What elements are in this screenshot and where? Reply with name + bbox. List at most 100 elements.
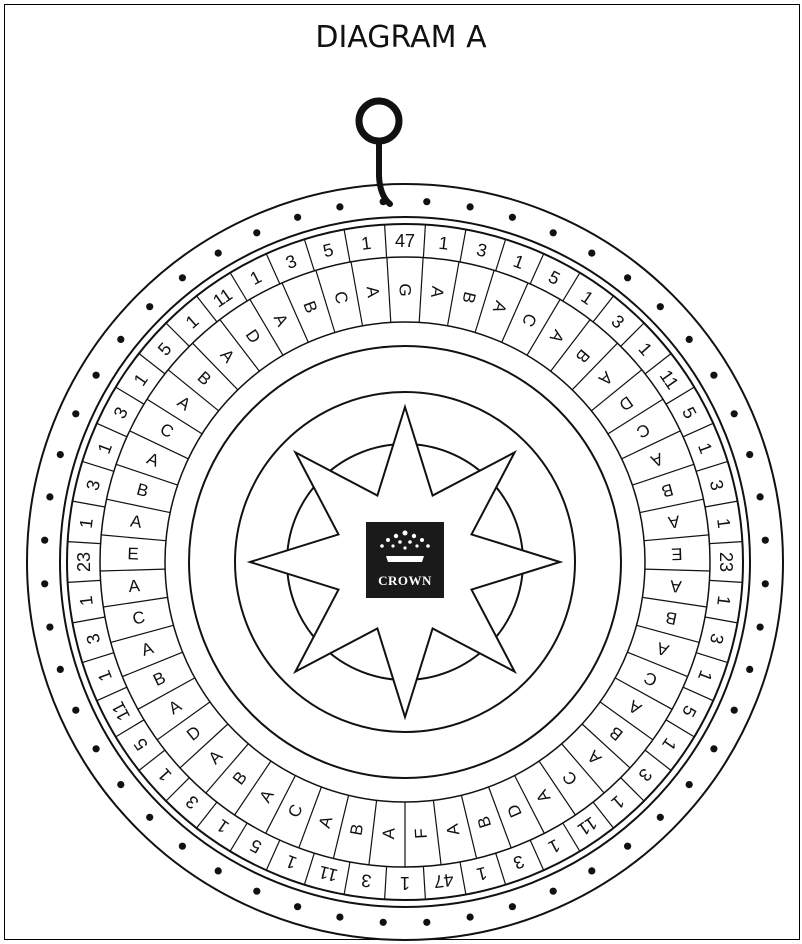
peg-dot xyxy=(146,814,153,821)
peg-dot xyxy=(757,624,764,631)
outer-segment-label: 5 xyxy=(678,702,700,720)
segment-divider xyxy=(385,225,387,258)
inner-segment-label: C xyxy=(633,419,653,442)
segment-divider xyxy=(266,840,280,870)
inner-segment-label: B xyxy=(347,822,368,837)
inner-segment-label: C xyxy=(131,607,147,628)
segment-divider xyxy=(82,653,114,663)
inner-segment-label: D xyxy=(503,801,525,820)
peg-dot xyxy=(657,303,664,310)
inner-segment-label: C xyxy=(518,310,541,330)
segment-divider xyxy=(304,239,314,270)
segment-divider xyxy=(100,569,165,571)
peg-dot xyxy=(746,666,753,673)
inner-segment-label: B xyxy=(474,814,495,830)
segment-divider xyxy=(235,761,271,815)
outer-segment-label: 11 xyxy=(209,284,236,311)
inner-segment-label: B xyxy=(299,298,321,315)
segment-divider xyxy=(351,262,363,326)
outer-segment-label: 5 xyxy=(154,339,176,360)
peg-dot xyxy=(624,843,631,850)
inner-segment-label: B xyxy=(150,668,168,690)
peg-dot xyxy=(93,745,100,752)
inner-segment-label: B xyxy=(458,290,479,305)
inner-segment-label: A xyxy=(174,392,195,414)
pointer-peg-icon xyxy=(359,101,399,204)
inner-segment-label: A xyxy=(654,638,671,660)
outer-segment-label: 1 xyxy=(283,851,299,873)
segment-divider xyxy=(461,795,476,858)
outer-segment-label: 1 xyxy=(182,311,203,333)
segment-divider xyxy=(460,862,466,895)
peg-dot xyxy=(624,274,631,281)
outer-segment-label: 1 xyxy=(713,517,734,529)
inner-segment-label: E xyxy=(127,544,139,563)
peg-dot xyxy=(380,198,387,205)
peg-dot xyxy=(41,580,48,587)
segment-divider xyxy=(563,273,580,301)
segment-divider xyxy=(103,597,167,607)
inner-segment-label: B xyxy=(664,608,679,629)
inner-segment-label: A xyxy=(669,576,683,596)
peg-dot xyxy=(762,537,769,544)
outer-segment-label: 1 xyxy=(247,267,265,289)
peg-dot xyxy=(179,274,186,281)
inner-segment-label: A xyxy=(546,326,568,347)
peg-dot xyxy=(731,707,738,714)
segment-divider xyxy=(344,230,350,263)
inner-segment-label: D xyxy=(615,392,636,415)
outer-segment-label: 3 xyxy=(283,251,299,273)
peg-dot xyxy=(467,203,474,210)
peg-dot xyxy=(550,229,557,236)
peg-dot xyxy=(731,410,738,417)
outer-segment-label: 1 xyxy=(400,873,410,893)
segment-divider xyxy=(600,702,653,740)
segment-divider xyxy=(304,853,314,885)
outer-segment-label: 1 xyxy=(154,765,176,786)
peg-dot xyxy=(657,814,664,821)
segment-divider xyxy=(333,795,348,858)
inner-segment-label: A xyxy=(270,311,292,330)
segment-divider xyxy=(419,258,423,323)
segment-divider xyxy=(139,354,165,374)
peg-dot xyxy=(336,914,343,921)
segment-divider xyxy=(73,617,106,623)
inner-segment-label: C xyxy=(330,289,351,305)
segment-divider xyxy=(197,802,217,828)
peg-dot xyxy=(686,781,693,788)
segment-divider xyxy=(709,580,742,582)
peg-dot xyxy=(179,843,186,850)
outer-segment-label: 1 xyxy=(608,791,629,813)
peg-dot xyxy=(423,198,430,205)
outer-segment-label: 1 xyxy=(577,287,597,309)
inner-segment-label: B xyxy=(135,480,151,501)
segment-divider xyxy=(683,423,713,437)
inner-segment-label: A xyxy=(128,576,142,596)
segment-divider xyxy=(82,461,114,471)
peg-dot xyxy=(93,372,100,379)
inner-segment-label: C xyxy=(559,768,582,789)
segment-divider xyxy=(709,542,742,544)
inner-segment-label: A xyxy=(315,813,337,830)
outer-segment-label: 1 xyxy=(94,440,116,456)
inner-segment-label: A xyxy=(144,449,162,471)
inner-segment-label: A xyxy=(583,746,605,768)
peg-dot xyxy=(746,451,753,458)
outer-segment-label: 1 xyxy=(438,233,450,254)
peg-dot xyxy=(117,336,124,343)
segment-divider xyxy=(460,230,466,263)
segment-divider xyxy=(642,597,706,607)
segment-divider xyxy=(448,262,460,326)
inner-segment-label: E xyxy=(671,544,683,563)
segment-divider xyxy=(116,387,144,404)
peg-dot xyxy=(215,250,222,257)
outer-segment-label: 1 xyxy=(213,815,233,837)
segment-divider xyxy=(423,866,425,899)
inner-segment-label: C xyxy=(157,419,177,442)
segment-divider xyxy=(97,687,127,701)
inner-segment-label: A xyxy=(379,827,399,840)
outer-segment-label: 5 xyxy=(678,404,700,422)
inner-segment-label: A xyxy=(256,786,278,806)
segment-divider xyxy=(139,750,165,770)
